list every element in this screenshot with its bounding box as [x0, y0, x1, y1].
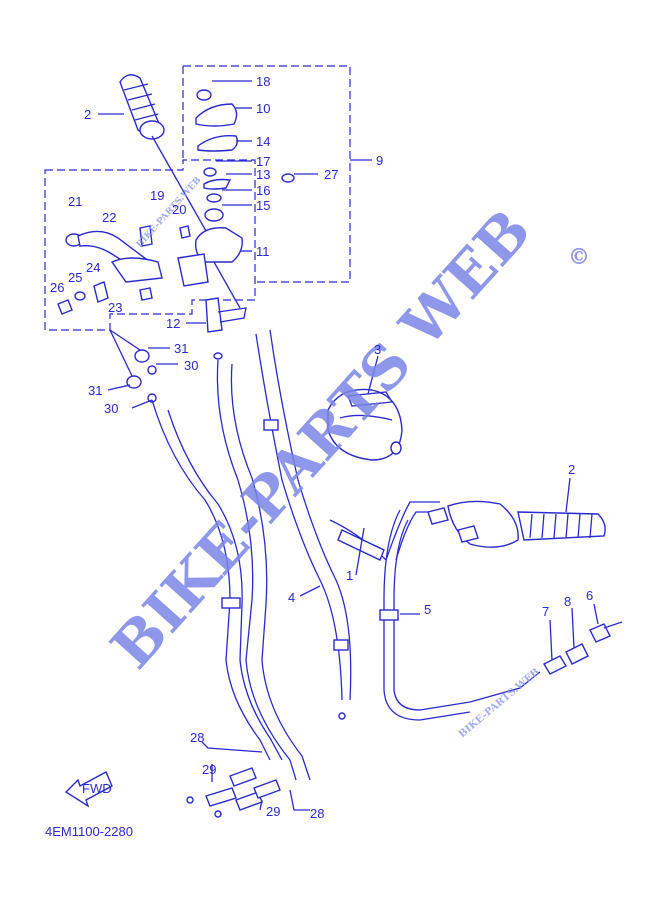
- callout-c30a: 30: [184, 358, 198, 373]
- cable-adjusters: [109, 329, 223, 403]
- cable-4: [255, 329, 352, 720]
- diagram-code: 4EM1100-2280: [45, 824, 133, 839]
- callout-c10: 10: [256, 101, 270, 116]
- callout-c16: 16: [256, 183, 270, 198]
- callout-c13: 13: [256, 167, 270, 182]
- callout-c31a: 31: [174, 341, 188, 356]
- callout-c30b: 30: [104, 401, 118, 416]
- callout-c20: 20: [172, 202, 186, 217]
- callout-c28a: 28: [190, 730, 204, 745]
- callout-c22: 22: [102, 210, 116, 225]
- callout-c9: 9: [376, 153, 383, 168]
- brake-lever: [57, 225, 191, 315]
- handlebar-switch: [327, 388, 403, 461]
- callout-c18: 18: [256, 74, 270, 89]
- handlebar: [329, 501, 440, 561]
- fwd-arrow-icon: FWD: [64, 771, 113, 808]
- callout-c11: 11: [256, 244, 270, 259]
- brake-lever-assembly-box: [44, 159, 256, 331]
- callout-c17: 17: [256, 154, 270, 169]
- leader-lines: [98, 80, 599, 811]
- callout-c2b: 2: [568, 462, 575, 477]
- callout-c6: 6: [586, 588, 593, 603]
- throttle-adjusters: [543, 621, 623, 675]
- right-grip: [427, 477, 606, 548]
- cable-ends: [186, 767, 281, 818]
- callout-c31b: 31: [88, 383, 102, 398]
- cable-5: [379, 509, 541, 721]
- callout-c28b: 28: [310, 806, 324, 821]
- throttle-cover-parts: [195, 89, 295, 222]
- callout-c15: 15: [256, 198, 270, 213]
- watermark-copyright: ©: [568, 244, 590, 270]
- callout-c14: 14: [256, 134, 270, 149]
- throttle-housing: [177, 227, 247, 333]
- callout-c27: 27: [324, 167, 338, 182]
- callout-c23: 23: [108, 300, 122, 315]
- callout-c29a: 29: [202, 762, 216, 777]
- callout-c24: 24: [86, 260, 100, 275]
- svg-text:FWD: FWD: [82, 781, 112, 796]
- callout-c7: 7: [542, 604, 549, 619]
- callout-c25: 25: [68, 270, 82, 285]
- callout-c3: 3: [374, 342, 381, 357]
- cables-28: [151, 359, 311, 781]
- callout-c5: 5: [424, 602, 431, 617]
- callout-c26: 26: [50, 280, 64, 295]
- callout-c19: 19: [150, 188, 164, 203]
- left-grip: [119, 74, 211, 239]
- callout-c4: 4: [288, 590, 295, 605]
- callout-labels: 1223456789101112131415161718192021222324…: [50, 74, 593, 821]
- watermark-small-2: BIKE-PARTS.WEB: [457, 667, 542, 741]
- callout-c29b: 29: [266, 804, 280, 819]
- callout-c12: 12: [166, 316, 180, 331]
- watermark-small-1: BIKE-PARTS.WEB: [135, 175, 204, 250]
- callout-c8: 8: [564, 594, 571, 609]
- callout-c21: 21: [68, 194, 82, 209]
- callout-c1: 1: [346, 568, 353, 583]
- callout-c2a: 2: [84, 107, 91, 122]
- watermark-main: BIKE-PARTS WEB: [98, 197, 544, 682]
